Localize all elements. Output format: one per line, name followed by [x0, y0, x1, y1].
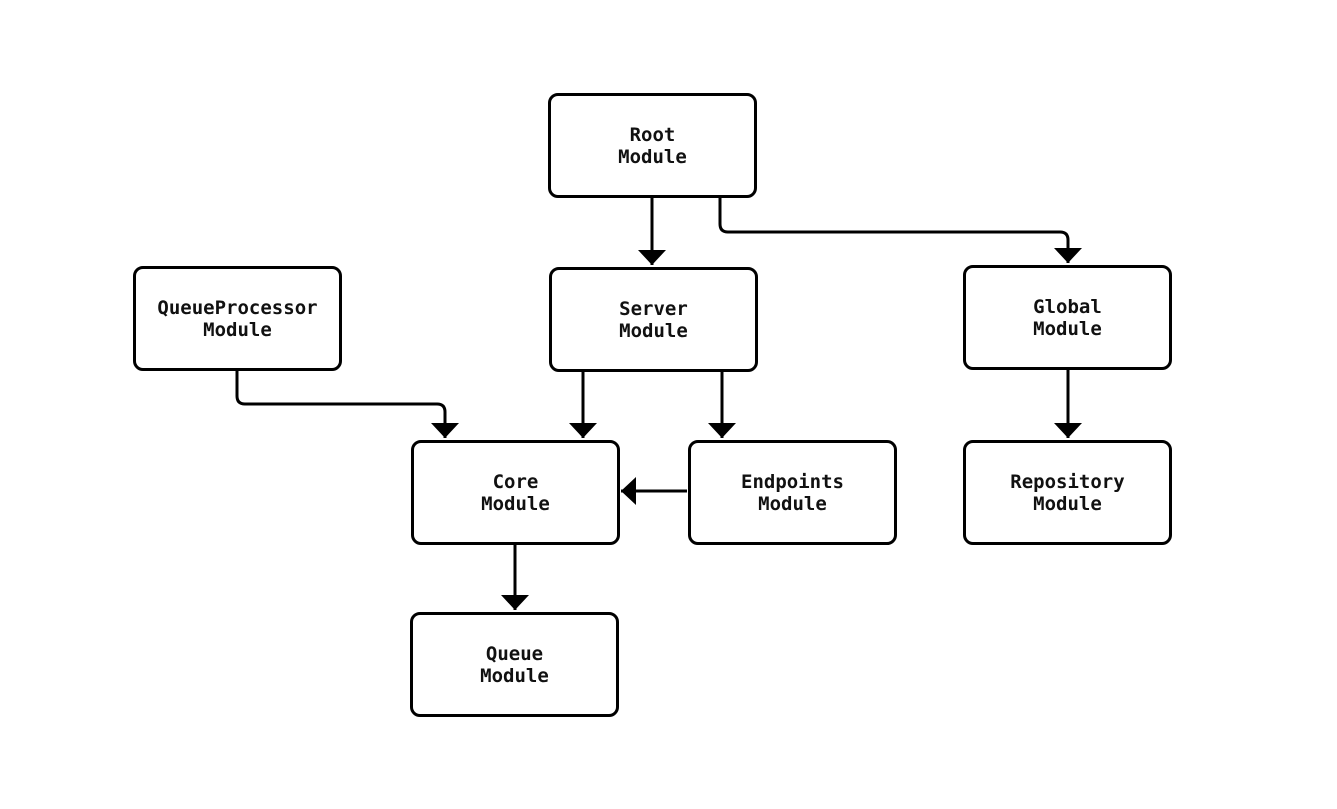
node-core-module-label: Core Module — [481, 470, 550, 515]
node-server-module-label: Server Module — [619, 297, 688, 342]
node-queueprocessor-module: QueueProcessor Module — [133, 266, 342, 371]
node-global-module-label: Global Module — [1033, 295, 1102, 340]
node-root-module: Root Module — [548, 93, 757, 198]
node-endpoints-module-label: Endpoints Module — [741, 470, 844, 515]
node-queue-module-label: Queue Module — [480, 642, 549, 687]
edge-queueprocessor-to-core — [235, 370, 459, 438]
edge-root-to-global — [718, 197, 1082, 263]
node-root-module-label: Root Module — [618, 123, 687, 168]
node-server-module: Server Module — [549, 267, 758, 372]
node-queue-module: Queue Module — [410, 612, 619, 717]
node-endpoints-module: Endpoints Module — [688, 440, 897, 545]
node-queueprocessor-module-label: QueueProcessor Module — [157, 296, 318, 341]
node-global-module: Global Module — [963, 265, 1172, 370]
node-repository-module: Repository Module — [963, 440, 1172, 545]
node-core-module: Core Module — [411, 440, 620, 545]
node-repository-module-label: Repository Module — [1010, 470, 1125, 515]
